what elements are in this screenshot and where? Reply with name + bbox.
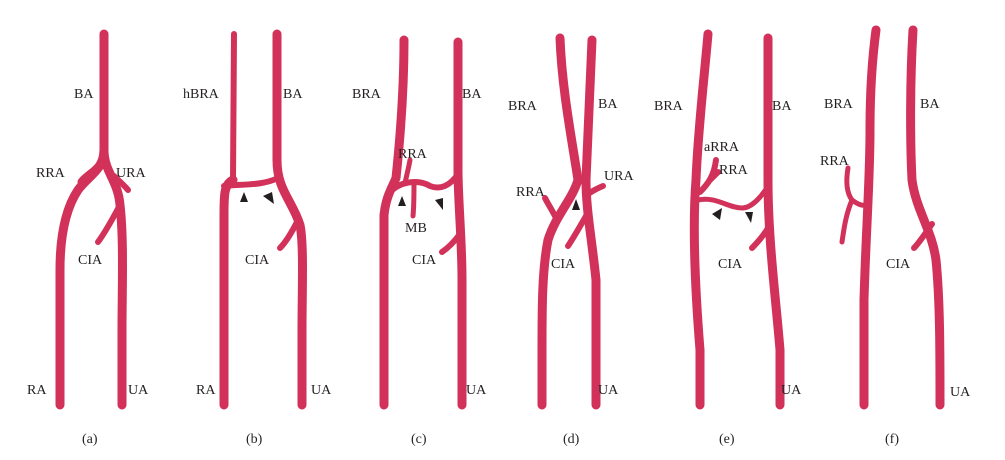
brachioradial-artery (859, 25, 881, 410)
recurrent-radial-artery (707, 169, 721, 183)
label-RRA: RRA (398, 147, 428, 162)
brachioradial-artery (689, 29, 713, 410)
ulnar-artery (99, 145, 127, 410)
label-aRRA: aRRA (704, 140, 740, 155)
label-CIA: CIA (886, 257, 911, 272)
brachial-artery (763, 33, 785, 410)
label-RA: RA (196, 383, 216, 398)
panel-d-vessels (537, 33, 606, 410)
label-UA: UA (598, 383, 619, 398)
label-RRA: RRA (719, 163, 749, 178)
label-BA: BA (74, 87, 94, 102)
label-RRA: RRA (36, 166, 66, 181)
label-CIA: CIA (412, 253, 437, 268)
label-RRA: RRA (820, 154, 850, 169)
caption-c: (c) (411, 432, 427, 447)
label-BA: BA (462, 87, 482, 102)
brachial-artery (581, 35, 601, 410)
panel-c: BRA BA RRA MB CIA UA (c) (352, 35, 487, 447)
recurrent-radial-artery (402, 157, 413, 186)
label-BA: BA (283, 87, 303, 102)
panel-b-vessels (219, 29, 307, 410)
brachioradial-artery (379, 35, 409, 410)
label-UA: UA (466, 383, 487, 398)
label-UA: UA (781, 383, 802, 398)
caption-d: (d) (563, 432, 580, 447)
recurrent-ulnar-artery (585, 183, 606, 197)
arrowhead-1 (240, 192, 248, 202)
label-BRA: BRA (654, 99, 684, 114)
common-interosseous-artery (439, 231, 463, 255)
anastomotic-branch (695, 183, 771, 211)
common-interosseous-artery (749, 225, 771, 251)
label-UA: UA (311, 383, 332, 398)
common-interosseous-artery (277, 217, 301, 251)
arrowhead-1 (398, 196, 406, 206)
recurrent-ulnar-artery (111, 173, 131, 193)
label-URA: URA (116, 166, 146, 181)
caption-f: (f) (885, 432, 899, 447)
label-BRA: BRA (352, 87, 382, 102)
label-UA: UA (950, 385, 971, 400)
label-BA: BA (598, 97, 618, 112)
arrowhead-1 (712, 208, 722, 220)
label-MB: MB (405, 221, 427, 236)
label-RRA: RRA (516, 185, 546, 200)
label-BRA: BRA (508, 99, 538, 114)
arrowhead-2 (745, 212, 753, 223)
anastomotic-branch (221, 175, 281, 189)
anastomotic-branch (839, 197, 855, 245)
label-BA: BA (772, 99, 792, 114)
arrowhead-2 (435, 198, 443, 210)
caption-b: (b) (246, 432, 263, 447)
panel-d: BRA BA RRA URA CIA UA (d) (508, 33, 634, 447)
panel-a-vessels (55, 29, 131, 410)
panel-b: hBRA BA CIA RA UA (b) (183, 29, 332, 447)
caption-a: (a) (82, 432, 98, 447)
common-interosseous-artery (911, 221, 935, 251)
panel-e-vessels (689, 29, 785, 410)
panel-f: BRA BA RRA CIA UA (f) (820, 25, 971, 447)
label-hBRA: hBRA (183, 87, 220, 102)
brachial-artery (906, 25, 945, 410)
label-CIA: CIA (551, 257, 576, 272)
common-interosseous-artery (565, 213, 589, 249)
arrowhead-1 (572, 199, 580, 210)
arrowhead-2 (263, 192, 274, 204)
brachioradial-artery (537, 33, 583, 410)
panel-a: BA RRA URA CIA RA UA (a) (27, 29, 149, 447)
label-BA: BA (920, 97, 940, 112)
high-brachioradial-artery (230, 31, 237, 183)
label-RA: RA (27, 383, 47, 398)
label-CIA: CIA (245, 253, 270, 268)
caption-e: (e) (719, 432, 735, 447)
label-URA: URA (604, 169, 634, 184)
common-interosseous-artery (95, 202, 123, 245)
panel-c-vessels (379, 35, 467, 410)
label-UA: UA (128, 383, 149, 398)
label-CIA: CIA (78, 253, 103, 268)
recurrent-radial-artery (542, 195, 559, 221)
panel-f-vessels (839, 25, 945, 410)
radial-artery (219, 175, 238, 410)
median-branch (410, 179, 417, 219)
median-branch-anastomosis (387, 171, 461, 195)
label-BRA: BRA (824, 97, 854, 112)
recurrent-radial-artery (65, 185, 83, 210)
label-CIA: CIA (718, 257, 743, 272)
panel-e: BRA BA aRRA RRA CIA UA (e) (654, 29, 802, 447)
